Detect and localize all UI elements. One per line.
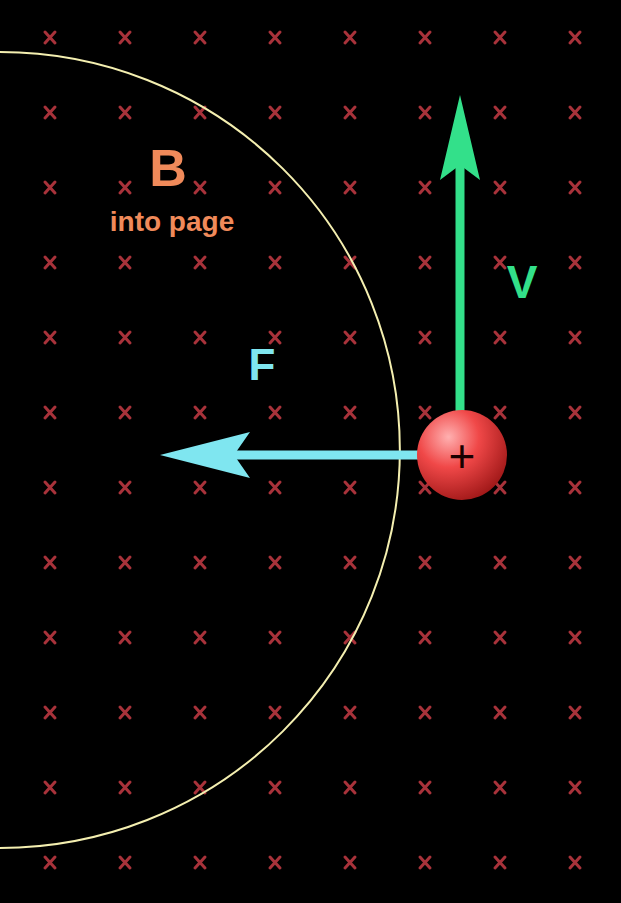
- field-direction: into page: [110, 208, 234, 236]
- velocity-arrow: [440, 95, 480, 412]
- velocity-label: V: [507, 259, 538, 305]
- force-arrow: [160, 432, 420, 478]
- charge-sign: +: [449, 433, 476, 479]
- field-label: B: [149, 142, 187, 194]
- circular-path: [0, 52, 400, 848]
- positive-charge: [417, 410, 507, 500]
- force-label: F: [249, 343, 276, 387]
